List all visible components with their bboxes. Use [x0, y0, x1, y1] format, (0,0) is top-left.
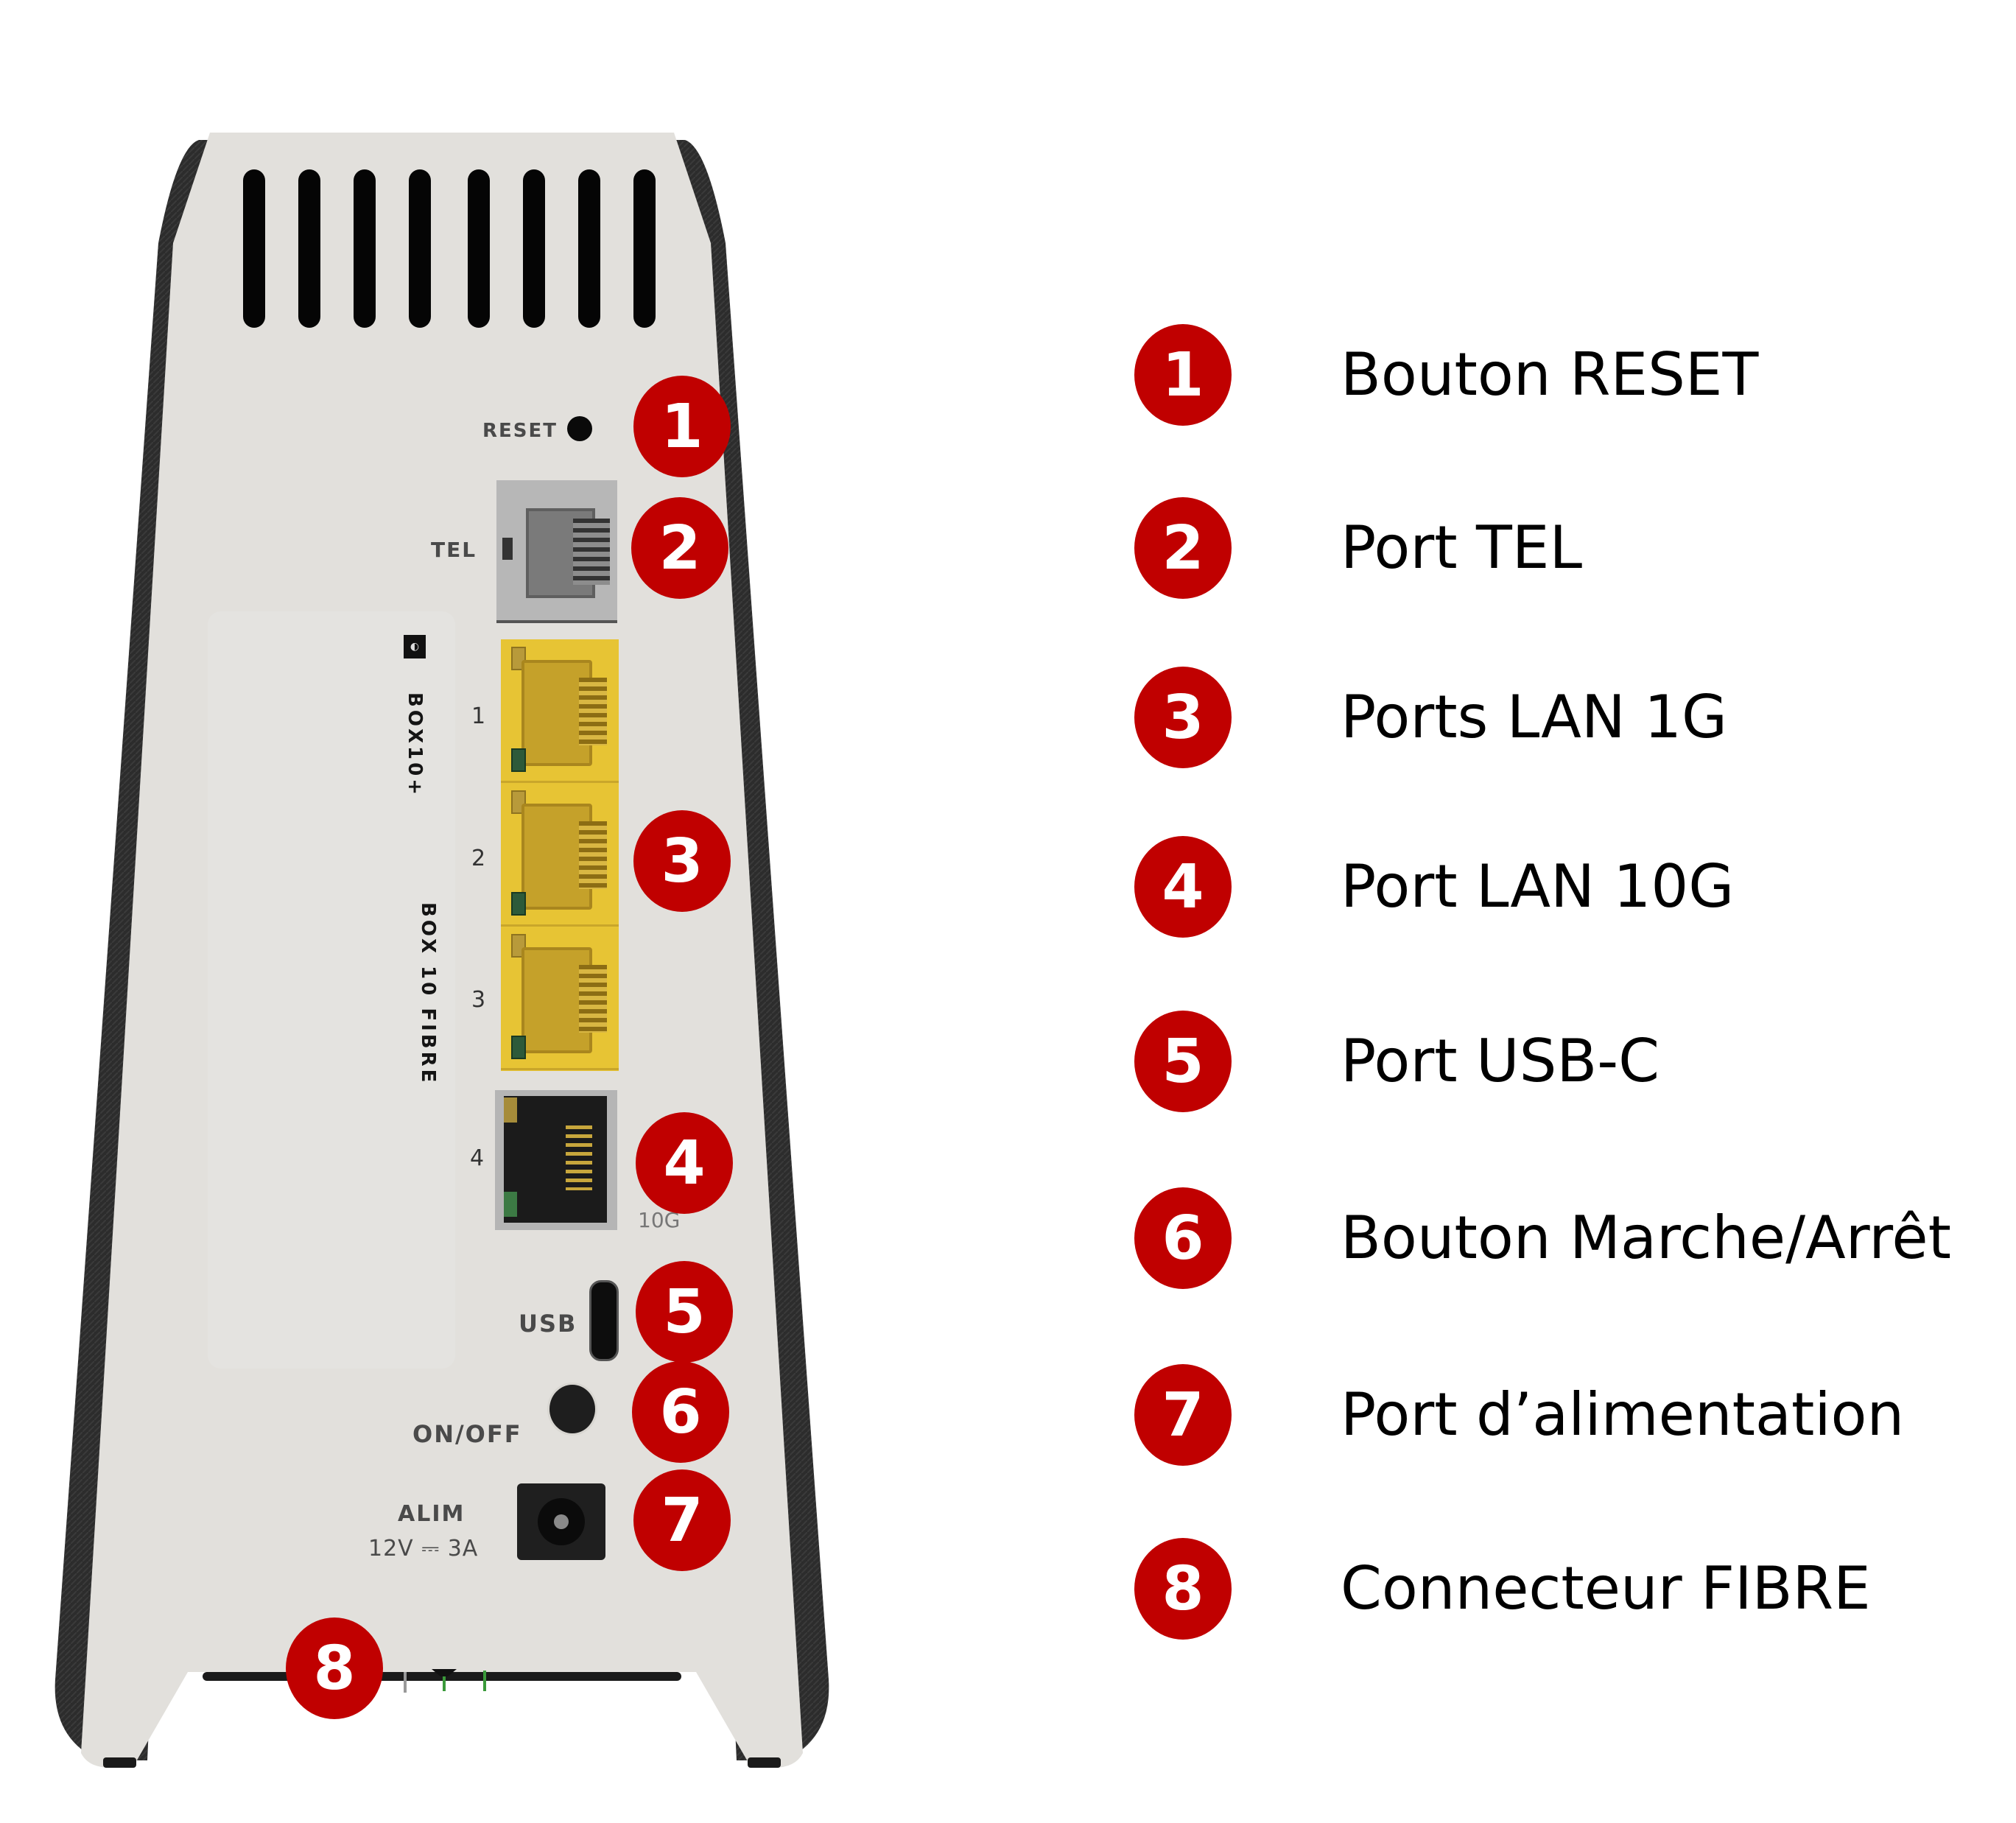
legend-item-tel: 2 Port TEL: [1134, 497, 2016, 600]
legend-label: Ports LAN 1G: [1341, 683, 1727, 751]
jack-pins: [573, 519, 610, 585]
legend-item-power-port: 7 Port d’alimentation: [1134, 1364, 2016, 1467]
power-button[interactable]: [549, 1385, 595, 1433]
vent-slot: [468, 169, 490, 328]
led-icon: [511, 892, 526, 916]
callout-badge-2: 2: [631, 497, 728, 599]
legend-item-lan-1g: 3 Ports LAN 1G: [1134, 667, 2016, 770]
legend-item-power-button: 6 Bouton Marche/Arrêt: [1134, 1187, 2016, 1290]
legend-label: Connecteur FIBRE: [1341, 1554, 1871, 1623]
usb-c-port[interactable]: [589, 1280, 619, 1361]
brand-logo-icon: ◐: [404, 635, 426, 658]
lan-port-3[interactable]: [501, 927, 619, 1070]
legend-badge: 7: [1134, 1364, 1232, 1466]
callout-badge-1: 1: [633, 376, 731, 477]
vent-slot: [243, 169, 265, 328]
jack-pins: [579, 678, 607, 745]
vent-slot: [298, 169, 320, 328]
router-rear-view: RESET TEL ◐ BOX10+ BOX 10 FIBRE 1 2 3: [0, 0, 884, 1823]
power-jack[interactable]: [517, 1483, 605, 1560]
vent-slot: [409, 169, 431, 328]
legend-label: Port LAN 10G: [1341, 852, 1735, 921]
legend-label: Port d’alimentation: [1341, 1380, 1905, 1449]
legend-badge: 1: [1134, 324, 1232, 426]
tel-label: TEL: [431, 538, 477, 562]
callout-badge-4: 4: [636, 1112, 733, 1214]
legend-badge: 4: [1134, 836, 1232, 938]
legend-item-usb-c: 5 Port USB-C: [1134, 1011, 2016, 1114]
vent-slot: [354, 169, 376, 328]
legend-item-fibre: 8 Connecteur FIBRE: [1134, 1538, 2016, 1641]
legend-badge: 2: [1134, 497, 1232, 599]
legend-item-reset: 1 Bouton RESET: [1134, 324, 2016, 427]
alim-label: ALIM: [398, 1501, 466, 1527]
model-name-full: BOX 10 FIBRE: [417, 902, 439, 1086]
callout-badge-8: 8: [286, 1617, 383, 1719]
product-sticker: [208, 611, 455, 1369]
lan-port-1[interactable]: [501, 639, 619, 783]
legend-label: Port USB-C: [1341, 1027, 1659, 1095]
legend-label: Port TEL: [1341, 513, 1583, 582]
lan-port-2-number: 2: [471, 846, 486, 871]
jack-pins: [579, 965, 607, 1033]
jack-pins: [566, 1125, 592, 1190]
reset-label: RESET: [482, 420, 558, 442]
reset-button[interactable]: [567, 416, 592, 441]
legend-item-lan-10g: 4 Port LAN 10G: [1134, 836, 2016, 939]
led-icon: [504, 1097, 517, 1123]
tel-port[interactable]: [496, 480, 617, 623]
jack-tab: [502, 538, 513, 560]
legend: 1 Bouton RESET 2 Port TEL 3 Ports LAN 1G…: [1134, 0, 2016, 1823]
jack-pins: [579, 821, 607, 889]
vent-slot: [523, 169, 545, 328]
lan-1g-ports: [501, 639, 619, 1071]
legend-badge: 5: [1134, 1011, 1232, 1112]
lan-port-1-number: 1: [471, 703, 486, 729]
legend-badge: 8: [1134, 1538, 1232, 1640]
led-icon: [511, 748, 526, 772]
lan-10g-port[interactable]: [495, 1090, 617, 1230]
callout-badge-7: 7: [633, 1469, 731, 1571]
model-name-short: BOX10+: [404, 692, 426, 798]
lan-port-2[interactable]: [501, 783, 619, 927]
legend-label: Bouton RESET: [1341, 340, 1759, 409]
usb-label: USB: [519, 1310, 577, 1338]
legend-label: Bouton Marche/Arrêt: [1341, 1204, 1951, 1272]
callout-badge-3: 3: [633, 810, 731, 912]
vent-slot: [633, 169, 656, 328]
legend-badge: 6: [1134, 1187, 1232, 1289]
led-icon: [504, 1192, 517, 1217]
callout-badge-5: 5: [636, 1261, 733, 1363]
vent-slot: [578, 169, 600, 328]
dc-pin: [554, 1514, 569, 1529]
lan-port-3-number: 3: [471, 987, 486, 1013]
onoff-label: ON/OFF: [412, 1420, 522, 1448]
fibre-connector[interactable]: [404, 1650, 492, 1694]
callout-badge-6: 6: [632, 1361, 729, 1463]
legend-badge: 3: [1134, 667, 1232, 768]
alim-spec-label: 12V ⎓ 3A: [368, 1536, 479, 1562]
lan-port-4-number: 4: [470, 1145, 485, 1171]
led-icon: [511, 1036, 526, 1059]
